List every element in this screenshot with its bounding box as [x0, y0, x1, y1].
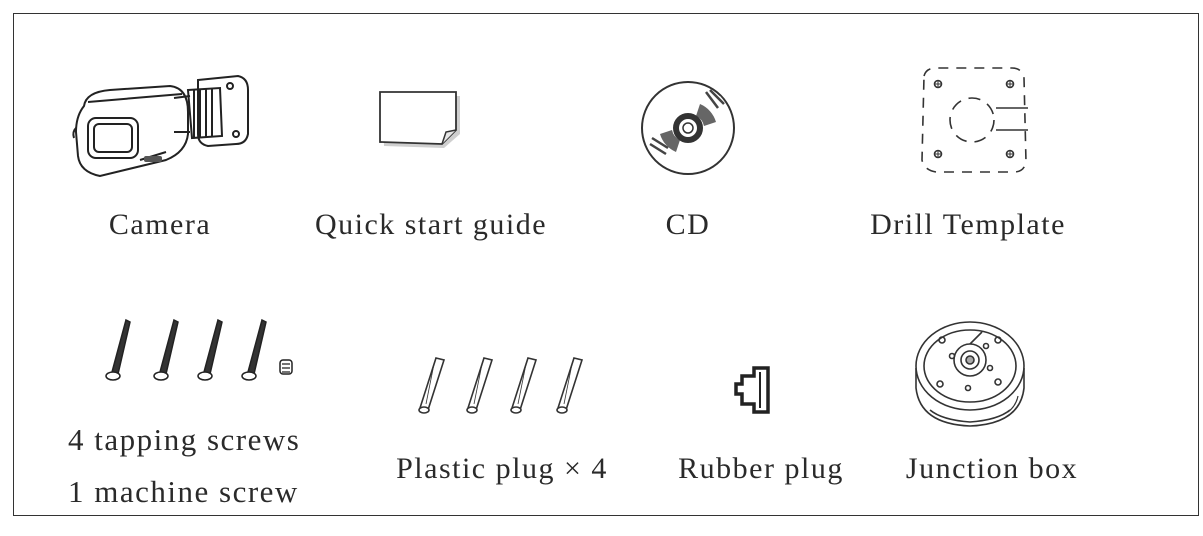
- quick-start-guide-label: Quick start guide: [314, 208, 548, 241]
- document-icon: [379, 91, 460, 148]
- rubber-plug-label: Rubber plug: [678, 452, 844, 485]
- junction-box-icon: [915, 321, 1025, 427]
- screws-icon: [105, 318, 293, 381]
- drill-template-label: Drill Template: [870, 208, 1066, 241]
- plastic-plug-label: Plastic plug × 4: [396, 452, 608, 485]
- tapping-screws-label: 4 tapping screws: [68, 422, 301, 457]
- rubber-plug-icon: [734, 366, 770, 414]
- package-contents-frame: [13, 13, 1199, 516]
- camera-icon: [72, 74, 249, 178]
- machine-screw-label: 1 machine screw: [68, 474, 299, 509]
- cd-label: CD: [665, 208, 711, 241]
- junction-box-label: Junction box: [905, 452, 1079, 485]
- drill-template-icon: [921, 67, 1028, 173]
- camera-label: Camera: [108, 208, 212, 241]
- plastic-plugs-icon: [418, 357, 584, 414]
- cd-icon: [641, 81, 735, 175]
